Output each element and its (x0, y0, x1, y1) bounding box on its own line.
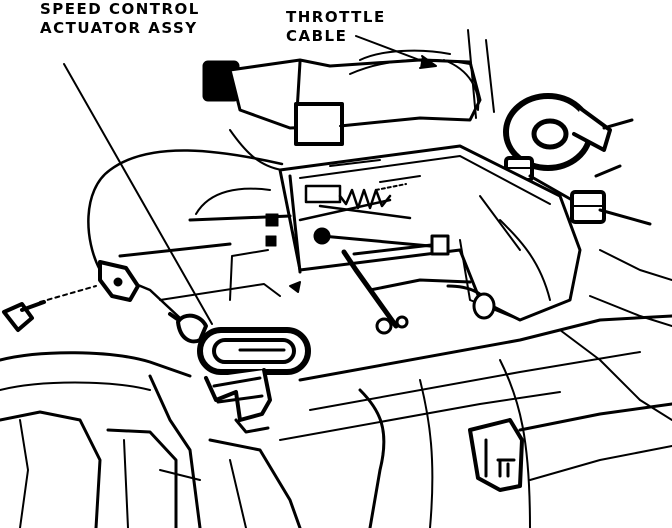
throttle-linkage (313, 227, 496, 335)
fasteners (265, 183, 407, 293)
lower-left-runners (0, 410, 302, 528)
return-spring (298, 184, 412, 222)
speed-control-actuator (176, 313, 311, 434)
throttle-cable-label-line1: THROTTLE (286, 8, 386, 26)
speed-control-label-line2: ACTUATOR ASSY (40, 19, 198, 37)
throttle-cable (355, 29, 495, 119)
throttle-cable-label: THROTTLE CABLE (286, 8, 386, 46)
throttle-cable-label-line2: CABLE (286, 27, 348, 45)
speed-control-label-line1: SPEED CONTROL (40, 0, 200, 18)
actuator-cable (87, 149, 284, 334)
lower-right-bracket (468, 402, 672, 492)
cable-bracket-right (503, 93, 652, 226)
speed-control-leader (63, 63, 213, 325)
speed-control-actuator-label: SPEED CONTROL ACTUATOR ASSY (40, 0, 200, 38)
actuator-bracket (278, 144, 582, 322)
cable-connector-left (2, 260, 140, 332)
throttle-body (202, 49, 482, 146)
